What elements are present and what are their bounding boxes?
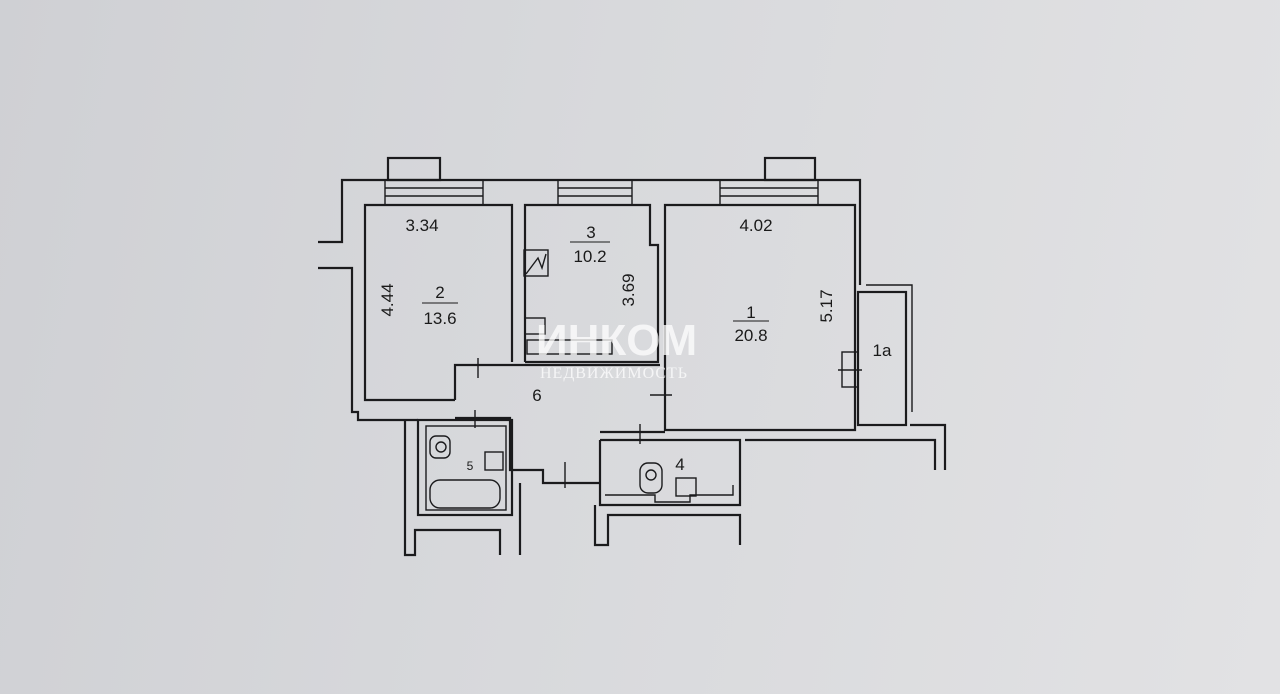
- watermark-subtitle: НЕДВИЖИМОСТЬ: [540, 365, 688, 382]
- room-6-number: 6: [532, 386, 541, 405]
- toilet-icon: [429, 435, 451, 459]
- room-1-length: 5.17: [817, 289, 836, 322]
- room-2-width: 3.34: [405, 216, 438, 235]
- walls: [318, 156, 947, 557]
- toilet-icon: [639, 462, 663, 494]
- room-2-area: 13.6: [423, 309, 456, 328]
- window-bay: [386, 156, 442, 182]
- room-4-number: 4: [675, 455, 684, 474]
- ventilation-icon: [523, 249, 549, 277]
- window-bay: [763, 156, 817, 182]
- room-1-area: 20.8: [734, 326, 767, 345]
- room-3-length: 3.69: [619, 273, 638, 306]
- room-2-number: 2: [435, 283, 444, 302]
- room-3-number: 3: [586, 223, 595, 242]
- bathtub-icon: [429, 479, 501, 509]
- room-3-area: 10.2: [573, 247, 606, 266]
- watermark-brand: ИНКОМ: [536, 316, 697, 365]
- room-1-width: 4.02: [739, 216, 772, 235]
- room-1-number: 1: [746, 303, 755, 322]
- sink-icon: [484, 451, 504, 471]
- windows: [384, 179, 819, 206]
- sink-icon: [675, 477, 697, 497]
- room-1a-number: 1a: [873, 341, 892, 360]
- watermark: ИНКОМ НЕДВИЖИМОСТЬ: [536, 316, 697, 382]
- room-2-length: 4.44: [378, 283, 397, 316]
- room-5-number: 5: [467, 459, 474, 473]
